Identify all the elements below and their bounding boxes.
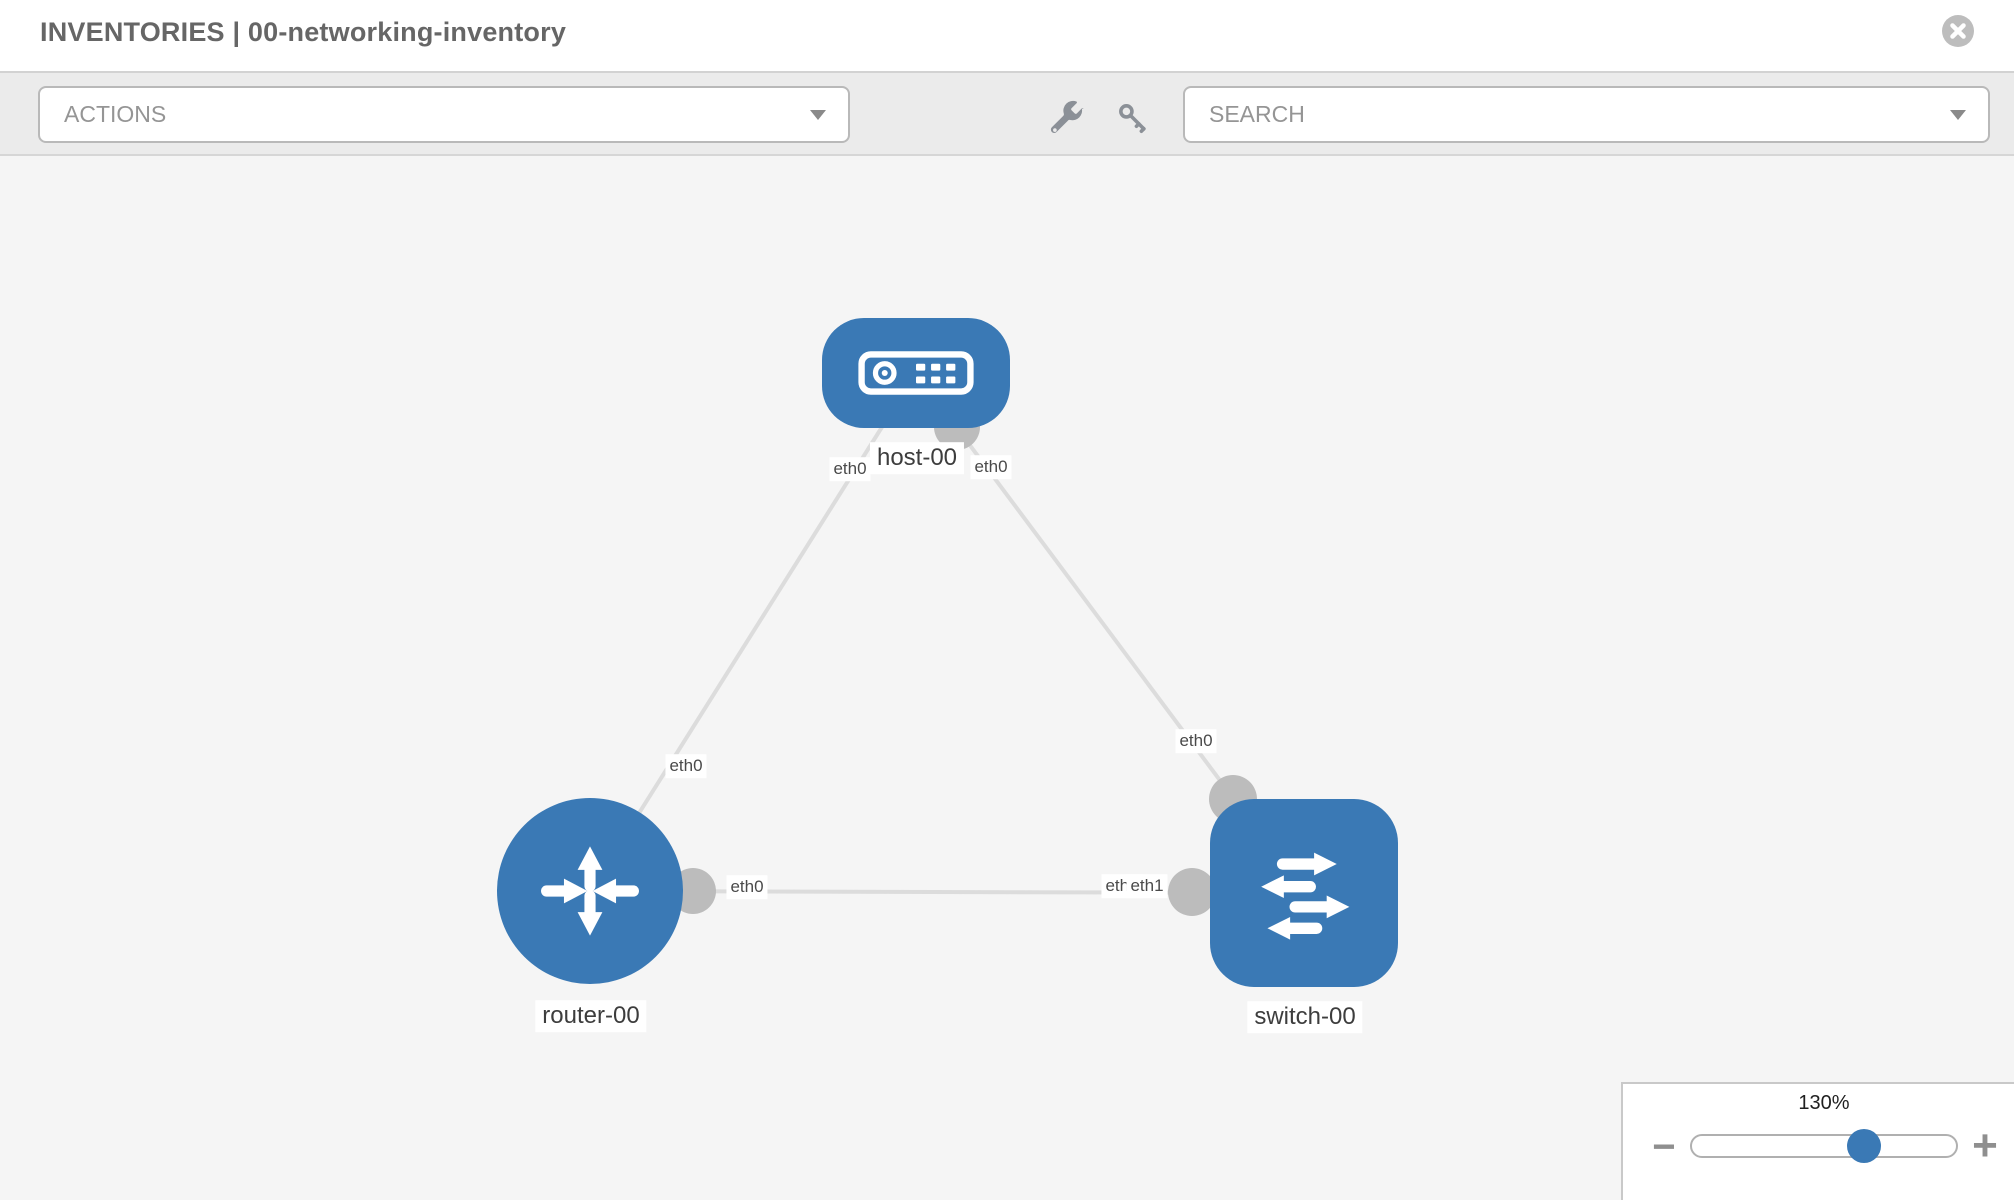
wrench-icon bbox=[1050, 100, 1084, 133]
interface-label-router-eth0-uplink: eth0 bbox=[665, 754, 707, 778]
zoom-out-button[interactable]: − bbox=[1652, 1124, 1676, 1169]
actions-select[interactable]: ACTIONS bbox=[38, 86, 850, 143]
node-router-00[interactable] bbox=[497, 798, 683, 984]
node-host-00[interactable] bbox=[822, 318, 1010, 428]
search-select[interactable]: SEARCH bbox=[1183, 86, 1990, 143]
switch-icon bbox=[1261, 852, 1350, 940]
links-layer bbox=[588, 371, 1306, 916]
key-button[interactable] bbox=[1112, 97, 1154, 139]
port-switch-eth1 bbox=[1168, 868, 1216, 916]
topology-canvas[interactable]: host-00 router-00 switch-00 eth0 eth0 et… bbox=[0, 156, 2014, 1200]
node-label-switch-00: switch-00 bbox=[1247, 1001, 1363, 1033]
zoom-slider-track[interactable] bbox=[1690, 1129, 1958, 1163]
node-switch-00[interactable] bbox=[1210, 799, 1398, 987]
chevron-down-icon bbox=[810, 109, 826, 120]
interface-label-router-eth0: eth0 bbox=[726, 875, 768, 899]
chevron-down-icon bbox=[1950, 109, 1966, 120]
node-label-router-00: router-00 bbox=[535, 1000, 647, 1032]
configure-button[interactable] bbox=[1046, 97, 1088, 139]
interface-label-host-eth0-left: eth0 bbox=[829, 457, 871, 481]
search-select-label: SEARCH bbox=[1209, 101, 1305, 127]
actions-select-label: ACTIONS bbox=[64, 101, 167, 127]
close-button[interactable] bbox=[1942, 15, 1974, 47]
zoom-in-button[interactable]: + bbox=[1972, 1121, 1998, 1170]
interface-label-switch-eth0: eth0 bbox=[1175, 729, 1217, 753]
interface-label-switch-eth1: eth1 bbox=[1126, 874, 1168, 898]
header-bar: INVENTORIES | 00-networking-inventory bbox=[0, 0, 2014, 73]
page-title: INVENTORIES | 00-networking-inventory bbox=[40, 17, 567, 47]
host-icon bbox=[858, 351, 974, 395]
node-label-host-00: host-00 bbox=[869, 442, 965, 474]
close-icon bbox=[1950, 23, 1966, 39]
zoom-level-label: 130% bbox=[1798, 1092, 1850, 1114]
toolbar: ACTIONS SEARCH bbox=[0, 73, 2014, 156]
zoom-panel: 130% − + bbox=[1621, 1082, 2014, 1200]
router-icon bbox=[541, 846, 639, 936]
interface-label-host-eth0-right: eth0 bbox=[970, 455, 1012, 479]
zoom-slider-thumb[interactable] bbox=[1847, 1129, 1881, 1163]
key-icon bbox=[1119, 104, 1146, 133]
